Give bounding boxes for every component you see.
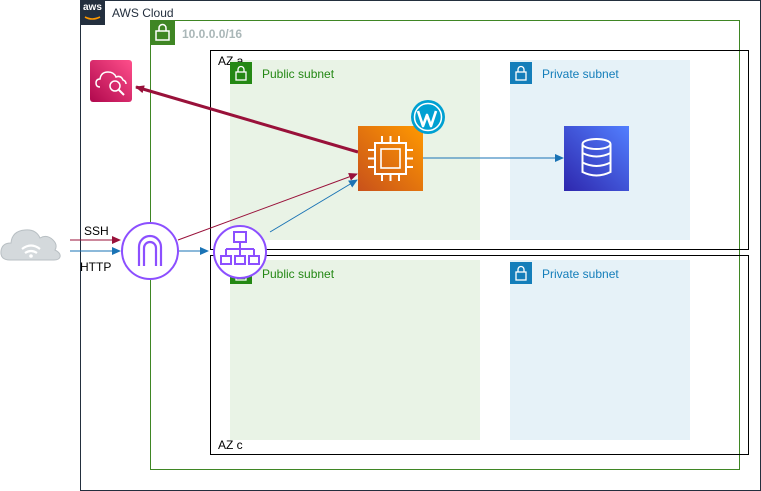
wordpress-icon — [411, 100, 445, 134]
http-arrow-alb-to-ec2 — [269, 179, 358, 233]
vpc-cidr-label: 10.0.0.0/16 — [182, 27, 243, 41]
arrow-ec2-to-cloudwatch — [135, 85, 359, 154]
internet-cloud-icon — [0, 229, 61, 261]
aws-cloud-title: AWS Cloud — [112, 6, 174, 20]
private-subnet-lock-icon — [510, 262, 532, 284]
load-balancer-icon — [213, 225, 267, 279]
az-c-label: AZ c — [218, 438, 243, 452]
private-subnet-label-az-c: Private subnet — [542, 267, 619, 281]
vpc-lock-icon — [150, 20, 175, 45]
ssh-label: SSH — [84, 224, 109, 238]
http-label: HTTP — [80, 260, 112, 274]
cloudwatch-icon — [90, 60, 132, 102]
private-subnet-lock-icon — [510, 62, 532, 84]
public-subnet-label-az-a: Public subnet — [262, 67, 335, 81]
az-c-group — [210, 255, 749, 455]
public-subnet-az-c — [230, 260, 480, 440]
private-subnet-label-az-a: Private subnet — [542, 67, 619, 81]
public-subnet-label-az-c: Public subnet — [262, 267, 335, 281]
ec2-instance-icon — [358, 126, 423, 191]
aws-logo-icon: aws — [80, 0, 105, 25]
internet-gateway-icon — [121, 222, 179, 280]
ssh-arrow-gateway-to-ec2 — [177, 173, 358, 241]
rds-database-icon — [564, 126, 629, 191]
public-subnet-lock-icon — [230, 62, 252, 84]
private-subnet-az-c — [510, 260, 690, 440]
az-a-group — [210, 50, 749, 250]
